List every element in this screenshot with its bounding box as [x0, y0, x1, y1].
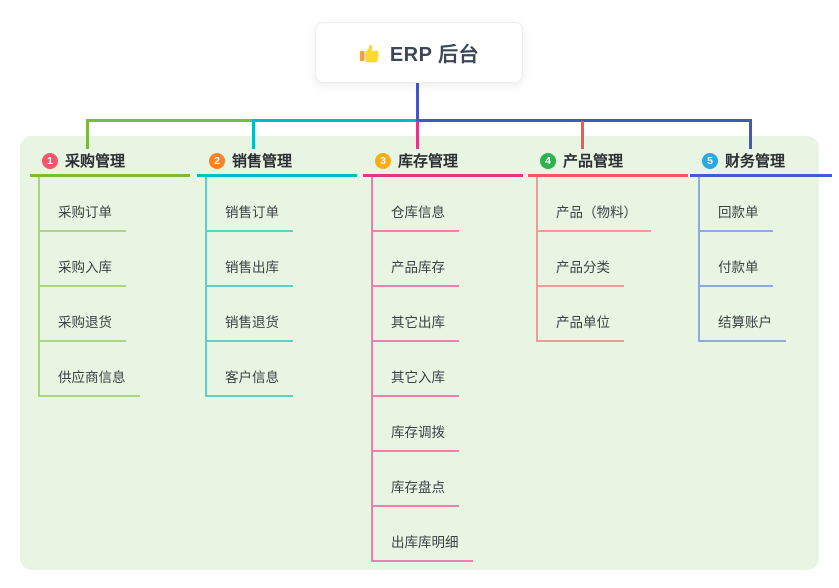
branch5-number-badge: 5 [702, 152, 718, 169]
root-title: ERP 后台 [389, 44, 480, 66]
node-product-category[interactable]: 产品分类 [538, 232, 624, 287]
branch5-title: 财务管理 [725, 153, 786, 170]
node-label: 采购订单 [40, 201, 126, 232]
branch-procurement: 1 采购管理 采购订单 采购入库 采购退货 供应商信息 [30, 147, 190, 397]
node-receipt-bill[interactable]: 回款单 [700, 177, 773, 232]
node-sales-outbound[interactable]: 销售出库 [207, 232, 293, 287]
branch-sales: 2 销售管理 销售订单 销售出库 销售退货 客户信息 [197, 147, 357, 397]
branch1-number-badge: 1 [42, 152, 58, 169]
branches-background-panel [20, 136, 819, 570]
branch2-title: 销售管理 [232, 153, 293, 170]
branch2-title-node[interactable]: 2 销售管理 [197, 147, 357, 177]
node-label: 产品单位 [538, 311, 624, 342]
node-payment-bill[interactable]: 付款单 [700, 232, 773, 287]
branch-finance: 5 财务管理 回款单 付款单 结算账户 [690, 147, 832, 342]
node-sales-order[interactable]: 销售订单 [207, 177, 293, 232]
connector-drop-branch3 [416, 121, 419, 149]
node-other-inbound[interactable]: 其它入库 [373, 342, 459, 397]
node-product-stock[interactable]: 产品库存 [373, 232, 459, 287]
connector-horizontal-blue [416, 119, 752, 122]
connector-horizontal-teal [252, 119, 418, 122]
node-product-unit[interactable]: 产品单位 [538, 287, 624, 342]
connector-drop-branch2 [252, 119, 255, 149]
node-label: 产品（物料） [538, 201, 651, 232]
branch1-title-node[interactable]: 1 采购管理 [30, 147, 190, 177]
branch5-items: 回款单 付款单 结算账户 [698, 177, 786, 342]
node-warehouse-info[interactable]: 仓库信息 [373, 177, 459, 232]
node-label: 结算账户 [700, 311, 786, 342]
node-purchase-order[interactable]: 采购订单 [40, 177, 126, 232]
branch3-items: 仓库信息 产品库存 其它出库 其它入库 库存调拨 库存盘点 出库库明细 [371, 177, 473, 562]
node-label: 产品分类 [538, 256, 624, 287]
node-label: 采购退货 [40, 311, 126, 342]
branch-product: 4 产品管理 产品（物料） 产品分类 产品单位 [528, 147, 688, 342]
branch3-title: 库存管理 [398, 153, 459, 170]
connector-drop-branch4 [581, 121, 584, 149]
branch4-title-node[interactable]: 4 产品管理 [528, 147, 688, 177]
node-label: 付款单 [700, 256, 773, 287]
node-label: 库存调拨 [373, 421, 459, 452]
node-label: 销售退货 [207, 311, 293, 342]
node-label: 出库库明细 [373, 531, 473, 562]
node-other-outbound[interactable]: 其它出库 [373, 287, 459, 342]
node-stock-transfer[interactable]: 库存调拨 [373, 397, 459, 452]
branch3-title-node[interactable]: 3 库存管理 [363, 147, 523, 177]
root-node[interactable]: ERP 后台 [315, 22, 523, 83]
node-purchase-return[interactable]: 采购退货 [40, 287, 126, 342]
node-label: 库存盘点 [373, 476, 459, 507]
node-label: 仓库信息 [373, 201, 459, 232]
branch4-title: 产品管理 [563, 153, 624, 170]
node-label: 产品库存 [373, 256, 459, 287]
node-product-material[interactable]: 产品（物料） [538, 177, 651, 232]
branch4-number-badge: 4 [540, 152, 556, 169]
node-label: 回款单 [700, 201, 773, 232]
branch5-title-node[interactable]: 5 财务管理 [690, 147, 832, 177]
connector-drop-branch1 [86, 119, 89, 149]
node-label: 其它出库 [373, 311, 459, 342]
branch2-number-badge: 2 [209, 152, 225, 169]
node-label: 销售出库 [207, 256, 293, 287]
node-supplier-info[interactable]: 供应商信息 [40, 342, 140, 397]
node-label: 供应商信息 [40, 366, 140, 397]
node-label: 采购入库 [40, 256, 126, 287]
node-label: 客户信息 [207, 366, 293, 397]
branch1-items: 采购订单 采购入库 采购退货 供应商信息 [38, 177, 140, 397]
thumbs-up-icon [359, 42, 381, 64]
branch3-number-badge: 3 [375, 152, 391, 169]
node-label: 销售订单 [207, 201, 293, 232]
branch1-title: 采购管理 [65, 153, 126, 170]
node-settlement-account[interactable]: 结算账户 [700, 287, 786, 342]
node-sales-return[interactable]: 销售退货 [207, 287, 293, 342]
connector-root-vertical [416, 83, 419, 120]
node-stock-check[interactable]: 库存盘点 [373, 452, 459, 507]
connector-drop-branch5 [749, 119, 752, 149]
node-purchase-inbound[interactable]: 采购入库 [40, 232, 126, 287]
connector-horizontal-green [86, 119, 254, 122]
branch-inventory: 3 库存管理 仓库信息 产品库存 其它出库 其它入库 库存调拨 库存盘点 出库库… [363, 147, 523, 562]
node-customer-info[interactable]: 客户信息 [207, 342, 293, 397]
branch4-items: 产品（物料） 产品分类 产品单位 [536, 177, 651, 342]
node-outbound-detail[interactable]: 出库库明细 [373, 507, 473, 562]
node-label: 其它入库 [373, 366, 459, 397]
branch2-items: 销售订单 销售出库 销售退货 客户信息 [205, 177, 293, 397]
